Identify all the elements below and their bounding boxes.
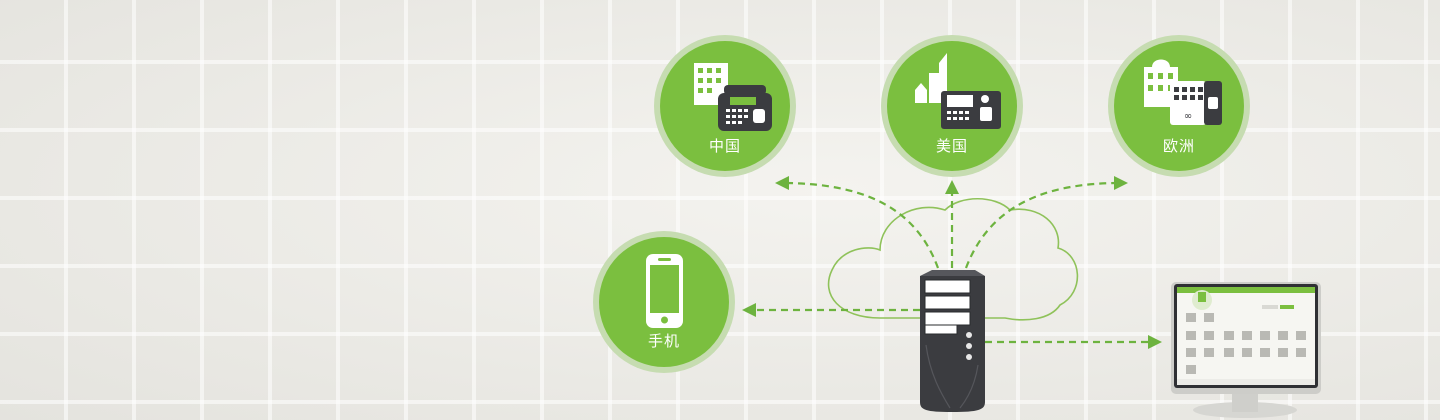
phone-icon [646,254,683,328]
arrowhead-monitor [1148,335,1162,349]
node-usa-label: 美国 [935,137,968,155]
arrow-to-china [785,181,940,269]
node-europe: ∞ 欧洲 [1108,35,1250,177]
server-icon [920,270,985,412]
city-terminal-icon [915,53,1001,129]
castle-terminal-icon: ∞ [1144,59,1222,125]
arrowhead-china [775,176,789,190]
arrowhead-europe [1114,176,1128,190]
node-usa: 美国 [881,35,1023,177]
node-mobile: 手机 [593,231,735,373]
cloud-outline [827,198,1079,321]
monitor-icon [1171,282,1321,418]
arrowhead-mobile [742,303,756,317]
node-china: 中国 [654,35,796,177]
arrowhead-usa [945,180,959,194]
node-europe-label: 欧洲 [1162,137,1195,155]
node-mobile-label: 手机 [647,332,680,350]
svg-text:∞: ∞ [1184,111,1192,122]
arrow-to-europe [964,181,1117,269]
building-terminal-icon [694,63,772,131]
node-china-label: 中国 [708,137,741,155]
